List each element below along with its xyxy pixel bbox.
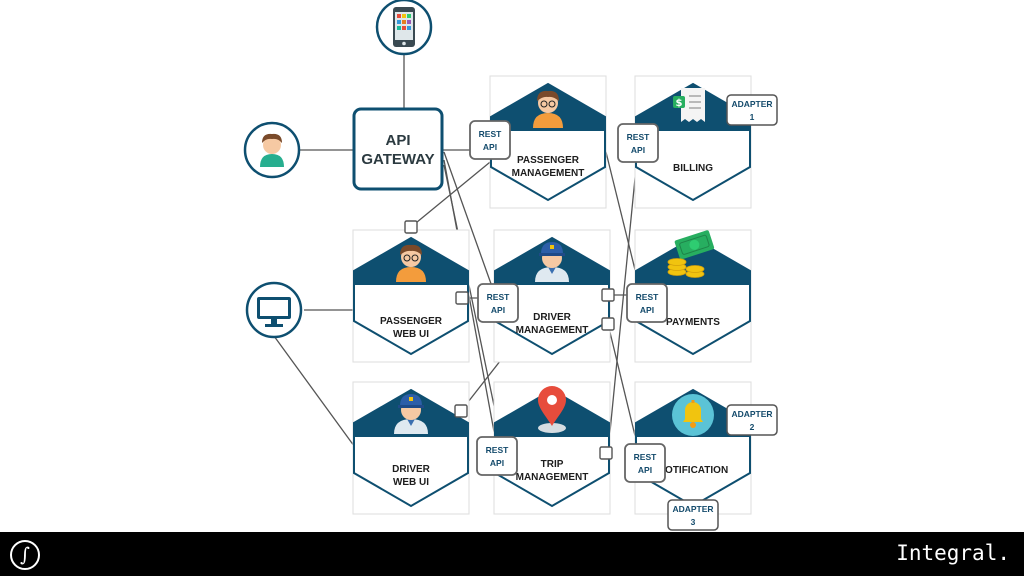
service-label-line2: WEB UI: [393, 477, 429, 488]
port-square: [599, 446, 613, 460]
port-square: [454, 404, 468, 418]
port-square: [455, 291, 469, 305]
service-notification: NOTIFICATION: [634, 381, 752, 515]
money-icon: [667, 230, 715, 278]
svg-text:$: $: [676, 98, 683, 109]
rest-api-tag-line1: REST: [487, 292, 510, 302]
rest-api-tag-line2: API: [483, 142, 497, 152]
service-label-line2: MANAGEMENT: [516, 472, 589, 483]
architecture-diagram: API GATEWAY PASSENGER MANAGEMENT $ BILLI…: [243, 0, 778, 531]
mobile-client: [375, 0, 433, 56]
service-label-line1: BILLING: [673, 163, 713, 174]
user-avatar-icon: [260, 133, 284, 167]
service-driver-management: DRIVER MANAGEMENT: [493, 229, 611, 363]
rest-api-tag: REST API: [624, 443, 666, 483]
adapter-tag-line1: ADAPTER: [672, 504, 713, 514]
adapter-tag-line2: 2: [750, 422, 755, 432]
service-passenger-management: PASSENGER MANAGEMENT: [489, 75, 607, 209]
rest-api-tag-line2: API: [491, 305, 505, 315]
monitor-icon: [257, 297, 291, 327]
service-label-line1: PASSENGER: [380, 316, 443, 327]
adapter-tag-line2: 3: [691, 517, 696, 527]
rest-api-tag: REST API: [617, 123, 659, 163]
brand-name: Integral.: [896, 541, 1010, 565]
service-label-line1: DRIVER: [392, 464, 431, 475]
rest-api-tag: REST API: [476, 436, 518, 476]
service-label-line1: TRIP: [541, 459, 564, 470]
rest-api-tag-line1: REST: [634, 452, 657, 462]
gateway-label-line2: GATEWAY: [361, 151, 434, 168]
bell-icon: [672, 394, 714, 436]
connection-lines: [273, 54, 641, 453]
user-client: [243, 121, 301, 179]
api-gateway: API GATEWAY: [352, 107, 444, 191]
rest-api-tag-line1: REST: [486, 445, 509, 455]
rest-api-tag-line1: REST: [636, 292, 659, 302]
service-passenger-web-ui: PASSENGER WEB UI: [352, 229, 470, 363]
port-square: [601, 317, 615, 331]
receipt-icon: $: [673, 88, 705, 122]
driver-avatar-icon: [394, 394, 428, 434]
passenger-avatar-icon: [533, 90, 563, 128]
driver-avatar-icon: [535, 242, 569, 282]
service-label-line2: MANAGEMENT: [516, 325, 589, 336]
rest-api-tag-line1: REST: [479, 129, 502, 139]
adapter-tag-line1: ADAPTER: [731, 99, 772, 109]
port-square: [601, 288, 615, 302]
adapter-tag-line2: 1: [750, 112, 755, 122]
web-client: [245, 281, 303, 339]
service-label-line1: NOTIFICATION: [658, 465, 728, 476]
service-label-line1: PASSENGER: [517, 155, 580, 166]
rest-api-tag: REST API: [469, 120, 511, 160]
service-label-line2: WEB UI: [393, 329, 429, 340]
rest-api-tag-line2: API: [638, 465, 652, 475]
map-pin-icon: [538, 386, 566, 433]
service-label-line1: DRIVER: [533, 312, 572, 323]
adapter-tag-line1: ADAPTER: [731, 409, 772, 419]
rest-api-tag-line2: API: [631, 145, 645, 155]
gateway-label-line1: API: [385, 132, 410, 149]
rest-api-tag-line1: REST: [627, 132, 650, 142]
rest-api-tag: REST API: [626, 283, 668, 323]
adapter-tag: ADAPTER 1: [726, 94, 778, 126]
rest-api-tag-line2: API: [490, 458, 504, 468]
integral-logo-icon: ∫: [10, 540, 40, 570]
footer-bar: ∫ Integral.: [0, 532, 1024, 576]
rest-api-tag: REST API: [477, 283, 519, 323]
adapter-tag: ADAPTER 2: [726, 404, 778, 436]
connection-ports: [404, 220, 615, 460]
service-label-line2: MANAGEMENT: [512, 168, 585, 179]
smartphone-icon: [393, 7, 415, 47]
service-label-line1: PAYMENTS: [666, 317, 720, 328]
adapter-tag: ADAPTER 3: [667, 499, 719, 531]
port-square: [404, 220, 418, 234]
passenger-avatar-icon: [396, 244, 426, 282]
rest-api-tag-line2: API: [640, 305, 654, 315]
service-driver-web-ui: DRIVER WEB UI: [352, 381, 470, 515]
